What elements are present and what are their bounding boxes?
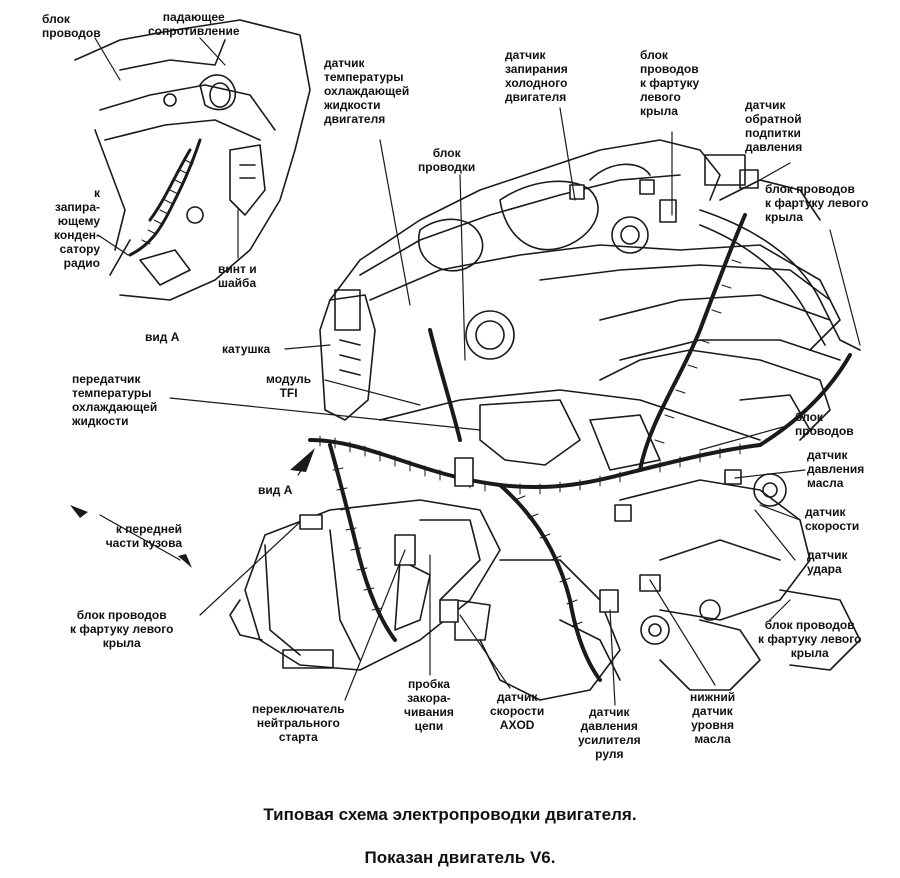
inset-view-a	[74, 19, 311, 301]
label-axod-speed-sensor: датчик скорости AXOD	[490, 690, 545, 732]
caption-subtitle: Показан двигатель V6.	[364, 848, 556, 867]
label-wire-block-left-apron-bottom: блок проводов к фартуку левого крыла	[758, 618, 862, 660]
engine-block	[229, 139, 861, 701]
label-screw-washer: винт и шайба	[218, 262, 257, 290]
label-lower-oil-level-sensor: нижний датчик уровня масла	[690, 690, 736, 746]
label-coolant-temp-sender: передатчик температуры охлаждающей жидко…	[72, 372, 158, 428]
label-wire-block-left-apron-top: блок проводов к фартуку левого крыла	[640, 48, 700, 118]
label-tfi-module: модуль TFI	[266, 372, 312, 400]
label-power-steering-pressure: датчик давления усилителя руля	[578, 705, 641, 761]
leader-lines	[94, 37, 861, 706]
label-cold-engine-lock-sensor: датчик запирания холодного двигателя	[505, 48, 568, 104]
label-knock-sensor: датчик удара	[807, 548, 848, 576]
label-to-front-body: к передней части кузова	[105, 522, 182, 550]
label-coil: катушка	[222, 342, 271, 356]
label-wire-block-left-apron-right: блок проводов к фартуку левого крыла	[765, 182, 869, 224]
front-arrow-icon	[70, 505, 88, 518]
label-speed-sensor: датчик скорости	[805, 505, 860, 533]
label-view-a-main: вид А	[258, 483, 293, 497]
label-radio-capacitor: к запира- ющему конден- сатору радио	[54, 186, 100, 270]
rear-arrow-icon	[178, 554, 192, 568]
label-coolant-temp-sensor: датчик температуры охлаждающей жидкости …	[324, 56, 410, 126]
view-a-arrow-icon	[290, 448, 315, 472]
label-wire-block-right: блок проводов	[795, 410, 854, 438]
label-view-a-top: вид А	[145, 330, 180, 344]
label-drop-resistor: падающее сопротивление	[148, 10, 240, 38]
label-wire-block: блок проводов	[42, 12, 101, 40]
label-oil-pressure-sensor: датчик давления масла	[807, 448, 865, 490]
label-wire-block-left-apron-left: блок проводов к фартуку левого крыла	[70, 608, 174, 650]
label-backpressure-sensor: датчик обратной подпитки давления	[745, 98, 803, 154]
label-wiring-block: блок проводки	[418, 146, 476, 174]
caption-title: Типовая схема электропроводки двигателя.	[263, 805, 637, 824]
wiring-harness	[308, 213, 852, 682]
label-neutral-start-switch: переключатель нейтрального старта	[252, 702, 345, 744]
label-chain-plug: пробка закора- чивания цепи	[404, 677, 454, 733]
